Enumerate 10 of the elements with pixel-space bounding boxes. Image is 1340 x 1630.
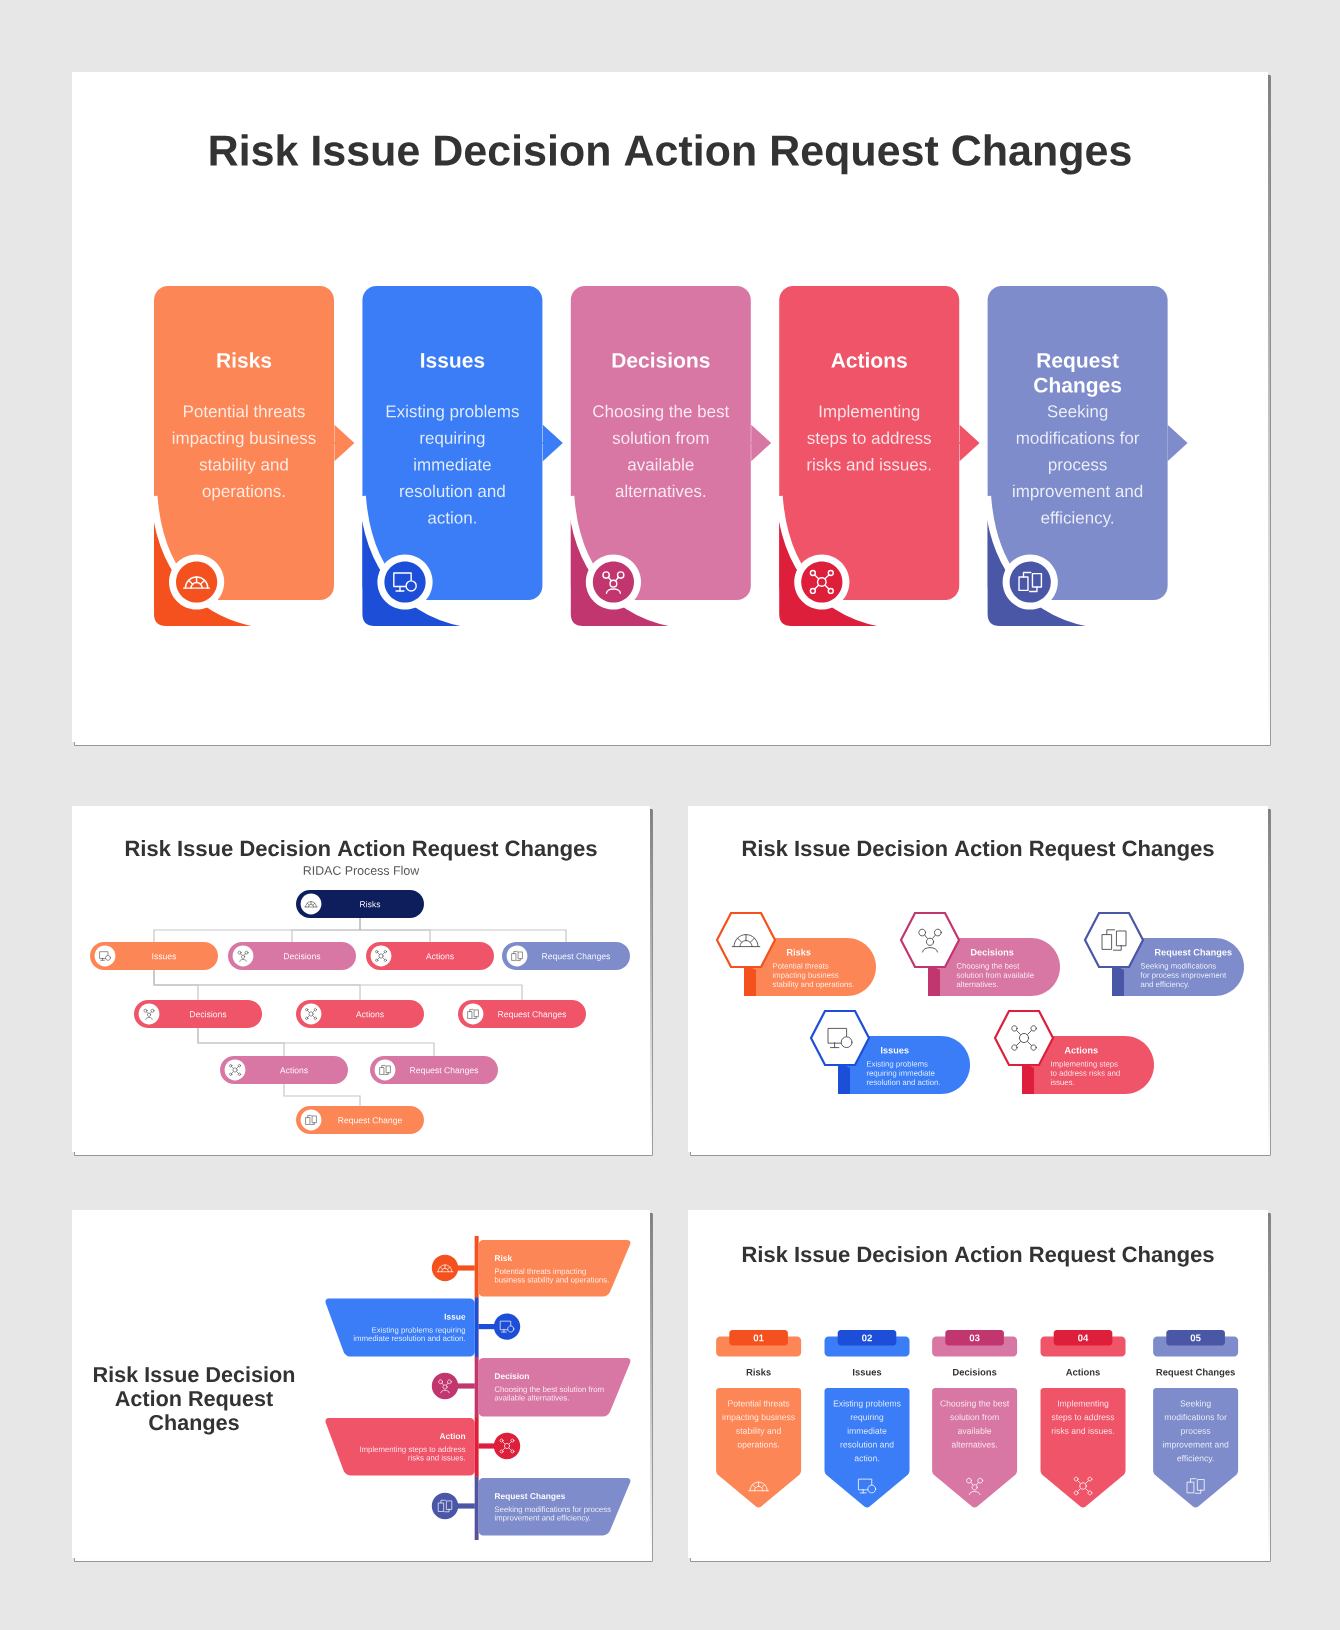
slide-title: Risk Issue Decision Action Request Changes xyxy=(742,1246,1214,1267)
slide-title: Risk Issue Decision Action Request Changes xyxy=(742,840,1214,861)
process-card: Decisions Choosing the best solution from available alternatives. xyxy=(567,286,751,630)
slide-title: Risk Issue Decision Action Request Changes xyxy=(125,840,597,861)
process-card: Request Changes Seeking modifications for process improvement and efficiency. xyxy=(984,286,1168,630)
process-card: Risks Potential threats impacting business stability and operations. xyxy=(150,286,334,630)
process-card: Actions Implementing steps to address risks and issues. xyxy=(775,286,960,630)
process-card: Issues Existing problems requiring immediate resolution and action. xyxy=(358,286,543,630)
slide-title: Risk Issue Decision Action Request Changes xyxy=(94,1366,295,1435)
slide-title: Risk Issue Decision Action Request Changes xyxy=(210,134,1131,175)
